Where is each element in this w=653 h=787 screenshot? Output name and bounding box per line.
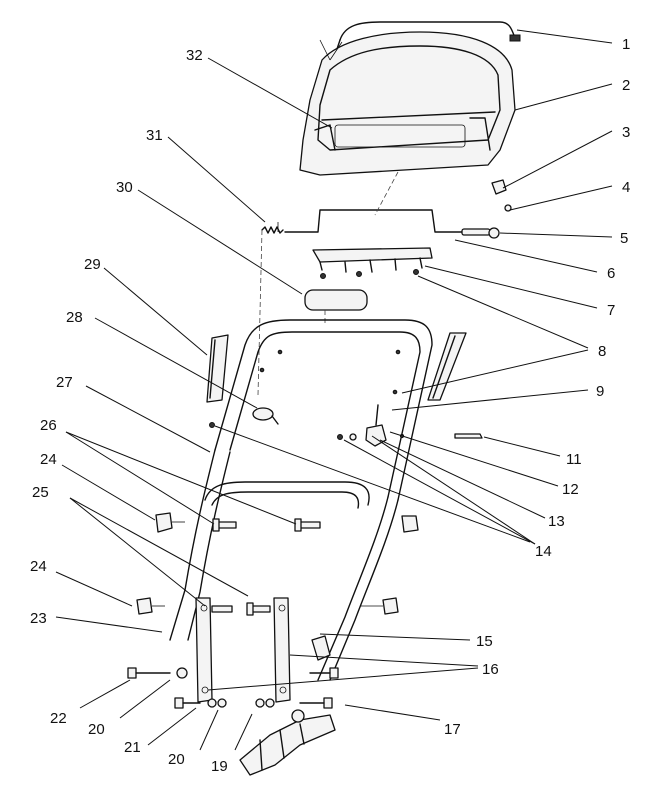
knob-upper-left [155,512,185,533]
handle-bracket-left [195,597,213,703]
lower-handle [204,481,370,509]
switch-assembly [337,404,483,447]
knob-lower-left [136,597,165,615]
callout-labels: 1 2 3 4 5 6 7 8 9 11 12 13 14 15 16 17 1… [30,36,630,775]
cable-guide-bracket [311,635,331,661]
callout-16: 16 [482,661,499,678]
lower-bolt-middle [174,697,227,709]
callout-26: 26 [40,417,57,434]
callout-24a: 24 [40,451,57,468]
deck-mount-bracket [239,709,336,776]
callout-9: 9 [596,383,604,400]
callout-28: 28 [66,309,83,326]
panel-screw [504,204,512,212]
upper-handle [169,319,433,681]
callout-4: 4 [622,179,630,196]
callout-21: 21 [124,739,141,756]
handle-grip [304,289,368,311]
callout-30: 30 [116,179,133,196]
callout-17: 17 [444,721,461,738]
callout-2: 2 [622,77,630,94]
leader-lines [55,29,613,751]
callout-8: 8 [598,343,606,360]
callout-32: 32 [186,47,203,64]
cable-tie [252,407,279,425]
panel-clip [491,179,507,195]
callout-11: 11 [566,451,582,468]
callout-23: 23 [30,610,47,627]
callout-24b: 24 [30,558,47,575]
bolts [211,518,321,616]
handle-bracket-right [273,597,291,703]
bracket-screws [320,269,419,279]
callout-27: 27 [56,374,73,391]
knob-upper-right [401,515,419,533]
handle-screws [209,349,401,428]
callout-15: 15 [476,633,493,650]
callout-14: 14 [535,543,552,560]
callout-5: 5 [620,230,628,247]
control-cable [284,209,500,239]
callout-22: 22 [50,710,67,727]
callout-12: 12 [562,481,579,498]
callout-29: 29 [84,256,101,273]
control-bracket [312,247,433,273]
callout-3: 3 [622,124,630,141]
callout-13: 13 [548,513,565,530]
callout-7: 7 [607,302,615,319]
callout-31: 31 [146,127,163,144]
spring-31 [261,222,284,234]
callout-20a: 20 [88,721,105,738]
callout-20b: 20 [168,751,185,768]
control-panel-housing [299,31,516,176]
knob-lower-right [360,597,399,615]
callout-25: 25 [32,484,49,501]
lower-bolt-left [127,667,188,679]
lower-bolt-right [255,667,339,709]
callout-19: 19 [211,758,228,775]
callout-6: 6 [607,265,615,282]
callout-1: 1 [622,36,630,53]
